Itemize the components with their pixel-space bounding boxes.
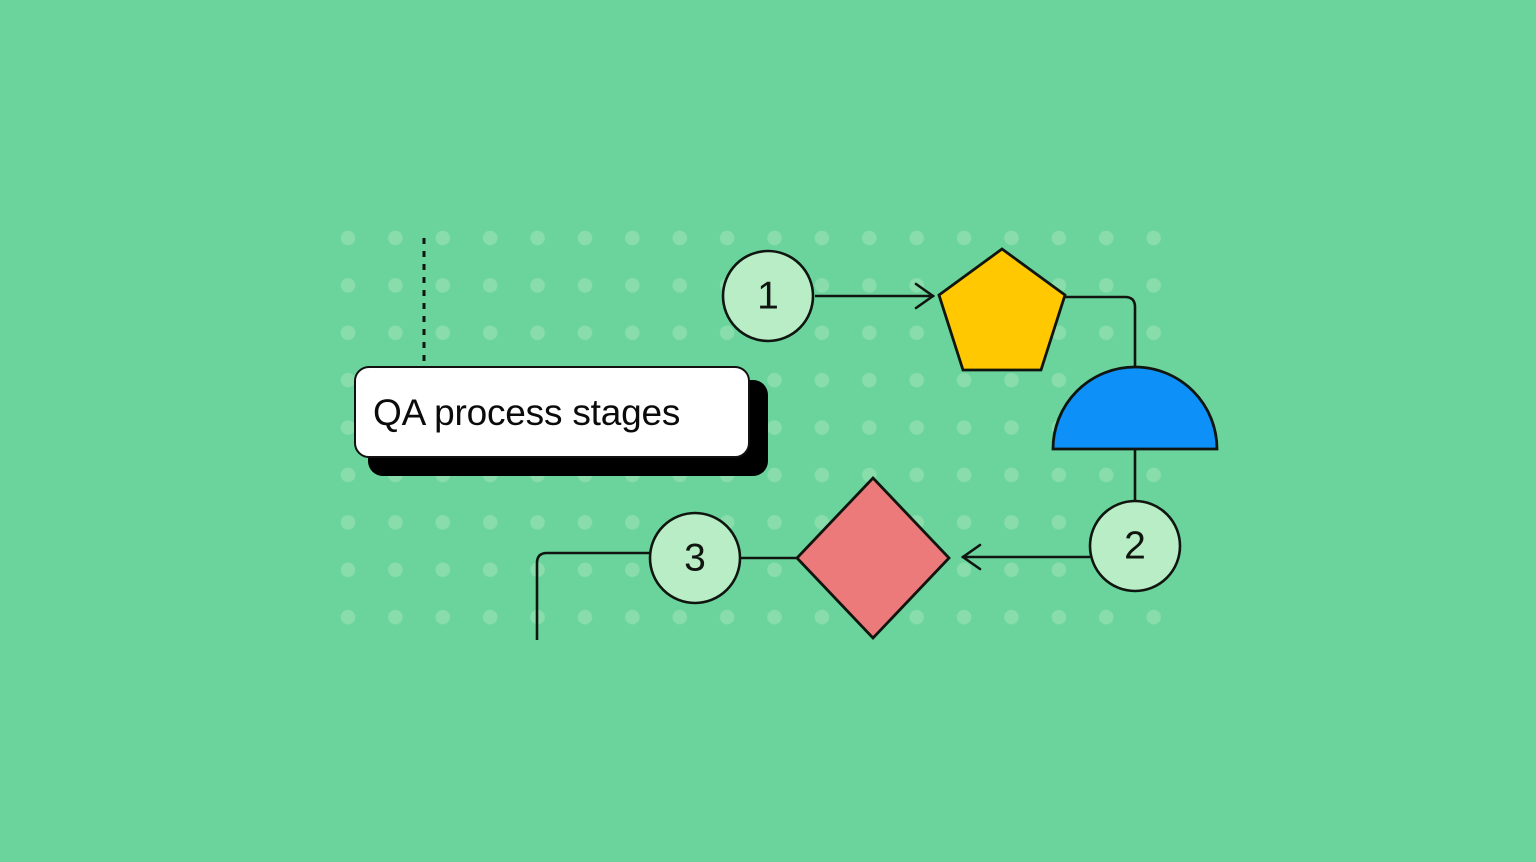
shape-semicircle-dome[interactable] — [1051, 365, 1219, 451]
node-step-3-label: 3 — [684, 537, 706, 580]
node-step-1-label: 1 — [757, 275, 779, 318]
title-card[interactable]: QA process stages — [354, 366, 750, 458]
arrowhead-right-step1 — [914, 282, 936, 310]
node-step-3-circle — [648, 511, 742, 605]
node-step-3[interactable]: 3 — [648, 511, 742, 605]
shape-pentagon[interactable] — [937, 247, 1067, 372]
arrowhead-left-diamond — [960, 543, 982, 571]
node-step-1[interactable]: 1 — [721, 249, 815, 343]
node-step-2[interactable]: 2 — [1088, 499, 1182, 593]
node-step-1-circle — [721, 249, 815, 343]
node-step-2-label: 2 — [1124, 525, 1146, 568]
title-card-container: QA process stages — [354, 366, 770, 478]
connector-step3-tail — [535, 551, 650, 640]
page-title: QA process stages — [373, 391, 681, 433]
connector-pentagon-to-dome — [1063, 295, 1137, 368]
shape-diamond[interactable] — [795, 475, 951, 641]
node-step-2-circle — [1088, 499, 1182, 593]
